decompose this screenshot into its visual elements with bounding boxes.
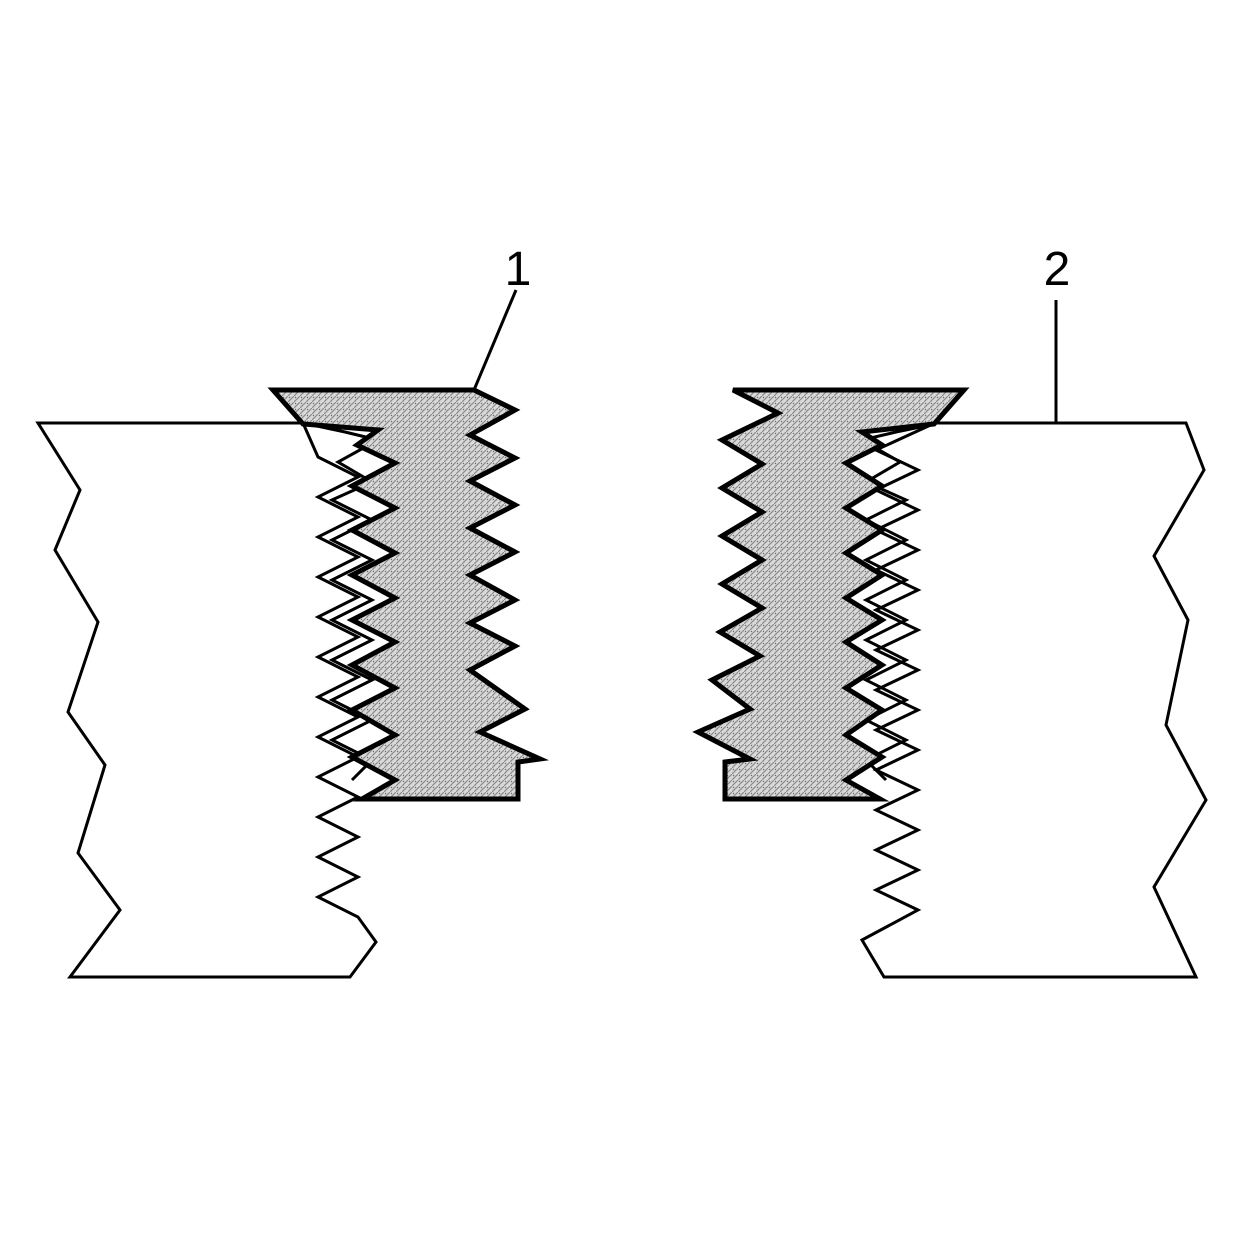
callout-2-number: 2 xyxy=(1044,243,1071,296)
right-base-material xyxy=(859,421,1208,979)
callout-1-leader-line xyxy=(472,289,518,391)
left-base-section xyxy=(35,421,383,979)
callout-2: 2 xyxy=(1044,243,1071,296)
callout-1-number: 1 xyxy=(505,243,532,296)
callout-1: 1 xyxy=(472,243,532,391)
right-thread-insert xyxy=(692,387,970,802)
left-thread-insert xyxy=(267,387,549,802)
left-base-material xyxy=(35,421,378,979)
